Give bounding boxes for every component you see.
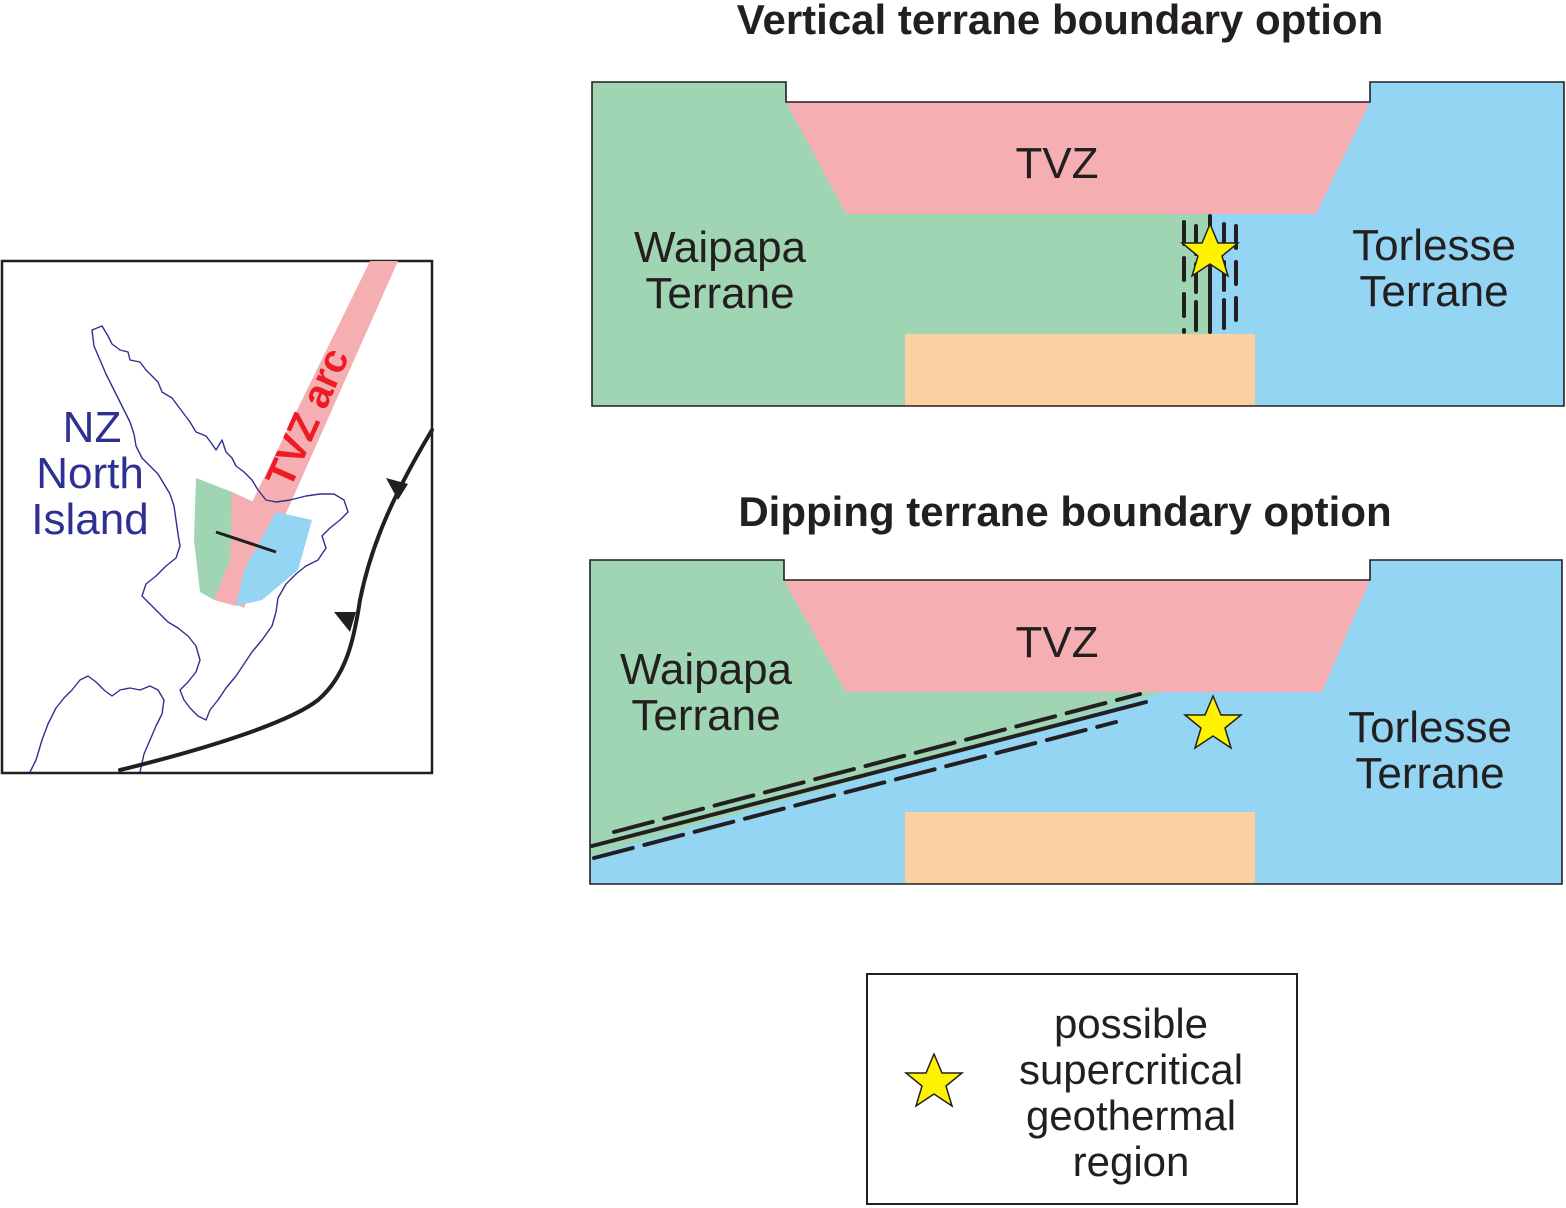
legend-line-2: supercritical [1019, 1046, 1243, 1093]
vertical-basement-block [905, 334, 1255, 406]
island-label-line-2: North [36, 449, 144, 498]
vertical-tvz-label: TVZ [1015, 139, 1098, 188]
north-island-coastline [91, 325, 349, 721]
vertical-right-terrane-line-1: Torlesse [1352, 221, 1516, 270]
panel-dipping-title: Dipping terrane boundary option [738, 488, 1391, 535]
subduction-trench-line [118, 428, 434, 772]
dipping-torlesse-notch-fill [784, 560, 1370, 580]
island-label-line-1: NZ [63, 403, 122, 452]
map-tvz-region [214, 492, 276, 606]
dipping-dash-line-1 [612, 692, 1142, 834]
map-inset: NZ North Island TVZ arc [0, 259, 434, 775]
dipping-right-terrane-line-2: Terrane [1355, 749, 1504, 798]
dipping-dash-line-3 [592, 720, 1118, 860]
dipping-right-terrane-line-1: Torlesse [1348, 703, 1512, 752]
map-torlesse-region [236, 512, 312, 606]
dipping-panel-outline [589, 559, 1563, 885]
panel-vertical: Vertical terrane boundary option TVZ Wai… [591, 0, 1565, 407]
trench-barb-lower [334, 612, 356, 632]
legend-box: possible supercritical geothermal region [866, 973, 1298, 1205]
dipping-dash-line-2 [590, 700, 1148, 848]
island-label-line-3: Island [31, 495, 148, 544]
dipping-left-terrane-line-2: Terrane [631, 691, 780, 740]
dipping-basement-block [905, 812, 1255, 884]
trench-barb-upper [386, 478, 408, 500]
star-icon [1182, 694, 1244, 750]
legend-line-3: geothermal [1026, 1092, 1236, 1139]
vertical-right-terrane-line-2: Terrane [1359, 267, 1508, 316]
panel-dipping: Dipping terrane boundary option TVZ Waip… [589, 488, 1563, 885]
star-icon [1179, 222, 1241, 278]
dipping-tvz-label: TVZ [1015, 618, 1098, 667]
dipping-left-terrane-line-1: Waipapa [620, 645, 793, 694]
vertical-left-terrane-line-2: Terrane [645, 269, 794, 318]
south-coastline [29, 675, 165, 773]
vertical-left-terrane-line-1: Waipapa [634, 223, 807, 272]
panel-vertical-title: Vertical terrane boundary option [737, 0, 1383, 43]
legend-line-1: possible [1054, 1000, 1208, 1047]
legend-line-4: region [1073, 1138, 1190, 1185]
vertical-tvz-body [786, 102, 1370, 214]
vertical-panel-outline [591, 81, 1565, 407]
dipping-boundary-zone [590, 692, 1148, 860]
star-icon [903, 1052, 965, 1108]
cross-section-line [215, 530, 277, 554]
dipping-tvz-body [784, 580, 1370, 692]
